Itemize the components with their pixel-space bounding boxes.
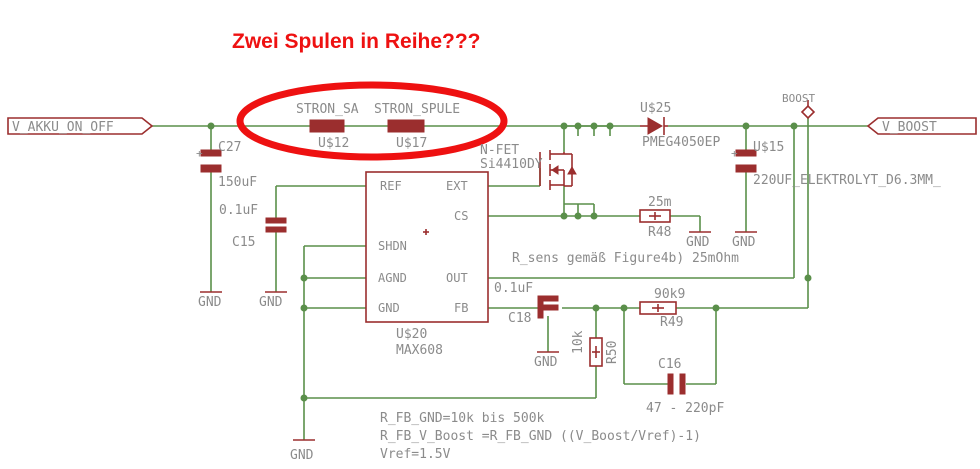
pin-ext: EXT xyxy=(446,179,468,193)
resistor-r49: 90k9 R49 xyxy=(639,287,685,330)
formula-line: R_FB_V_Boost =R_FB_GND ((V_Boost/Vref)-1… xyxy=(380,429,701,444)
mosfet: N-FET Si4410DY xyxy=(480,143,577,190)
c18-name: C18 xyxy=(508,311,531,326)
pin-ref: REF xyxy=(380,179,402,193)
l1-name: U$12 xyxy=(318,136,349,151)
pin-gnd: GND xyxy=(378,301,400,315)
resistor-r48: 25m R48 xyxy=(639,195,672,240)
formula-notes: R_FB_GND=10k bis 500k R_FB_V_Boost =R_FB… xyxy=(380,411,701,462)
gnd-symbols: GND GND GND GND GND GND xyxy=(198,231,757,463)
annotation-title: Zwei Spulen in Reihe??? xyxy=(232,30,481,53)
pin-cs: CS xyxy=(454,209,468,223)
l1-value: STRON_SA xyxy=(296,102,359,117)
ic-value: MAX608 xyxy=(396,343,443,358)
u15-name: U$15 xyxy=(753,140,784,155)
resistor-r50: 10k R50 xyxy=(571,330,620,367)
gnd-symbol-c15: GND xyxy=(259,291,287,310)
c16-name: C16 xyxy=(658,357,681,372)
gnd-symbol-r48: GND xyxy=(686,231,711,250)
diode-value: PMEG4050EP xyxy=(642,135,720,150)
r49-value: 90k9 xyxy=(654,287,685,302)
capacitor-c15: 0.1uF C15 xyxy=(219,203,287,250)
svg-text:GND: GND xyxy=(686,235,710,250)
svg-text:GND: GND xyxy=(290,448,314,463)
r49-name: R49 xyxy=(660,315,683,330)
svg-text:GND: GND xyxy=(534,355,558,370)
u15-value: 220UF_ELEKTROLYT_D6.3MM_ xyxy=(753,173,941,188)
mosfet-value: Si4410DY xyxy=(480,157,543,172)
svg-text:GND: GND xyxy=(732,235,756,250)
gnd-symbol-main: GND xyxy=(290,439,315,463)
pin-fb: FB xyxy=(454,301,468,315)
ic-name: U$20 xyxy=(396,327,427,342)
c15-value: 0.1uF xyxy=(219,203,258,218)
output-port: V_BOOST xyxy=(866,117,977,135)
c16-value: 47 - 220pF xyxy=(646,401,724,416)
r48-name: R48 xyxy=(648,225,671,240)
inductor-l1: STRON_SA U$12 xyxy=(296,102,359,151)
capacitor-c18: 0.1uF C18 xyxy=(494,281,559,326)
highlight-ellipse xyxy=(236,81,508,161)
inductor-l2: STRON_SPULE U$17 xyxy=(374,102,460,151)
input-port-label: V_AKKU_ON_OFF xyxy=(12,120,114,135)
svg-text:+: + xyxy=(196,147,203,160)
svg-text:+: + xyxy=(731,147,738,160)
input-port: V_AKKU_ON_OFF xyxy=(7,117,154,135)
pin-shdn: SHDN xyxy=(378,239,407,253)
ic-max608: REF SHDN AGND GND EXT CS OUT FB U$20 MAX… xyxy=(365,171,489,358)
mosfet-type: N-FET xyxy=(480,143,519,158)
capacitor-c27: + C27 150uF xyxy=(196,140,257,190)
boost-net-flag: BOOST xyxy=(782,92,815,120)
c15-name: C15 xyxy=(232,235,255,250)
formula-line: R_FB_GND=10k bis 500k xyxy=(380,411,545,426)
gnd-symbol-c27: GND xyxy=(198,291,222,310)
r50-name: R50 xyxy=(605,341,620,364)
diode-name: U$25 xyxy=(640,101,671,116)
output-port-label: V_BOOST xyxy=(882,120,937,135)
r48-value: 25m xyxy=(648,195,672,210)
gnd-symbol-c18: GND xyxy=(534,351,559,370)
c18-value: 0.1uF xyxy=(494,281,533,296)
pin-out: OUT xyxy=(446,271,468,285)
capacitor-c16: C16 47 - 220pF xyxy=(646,357,724,416)
boost-net-label: BOOST xyxy=(782,92,815,105)
capacitor-u15: + U$15 220UF_ELEKTROLYT_D6.3MM_ xyxy=(731,140,941,188)
l2-name: U$17 xyxy=(396,136,427,151)
c27-value: 150uF xyxy=(218,175,257,190)
formula-line: Vref=1.5V xyxy=(380,447,451,462)
svg-text:GND: GND xyxy=(259,295,283,310)
c27-name: C27 xyxy=(218,140,241,155)
l2-value: STRON_SPULE xyxy=(374,102,460,117)
r50-value: 10k xyxy=(571,330,586,354)
junctions xyxy=(207,122,812,402)
pin-agnd: AGND xyxy=(378,271,407,285)
diode-u25: U$25 PMEG4050EP xyxy=(640,101,720,150)
rsens-note: R_sens gemäß Figure4b) 25mOhm xyxy=(512,251,739,266)
gnd-symbol-u15: GND xyxy=(732,231,757,250)
svg-text:GND: GND xyxy=(198,295,222,310)
